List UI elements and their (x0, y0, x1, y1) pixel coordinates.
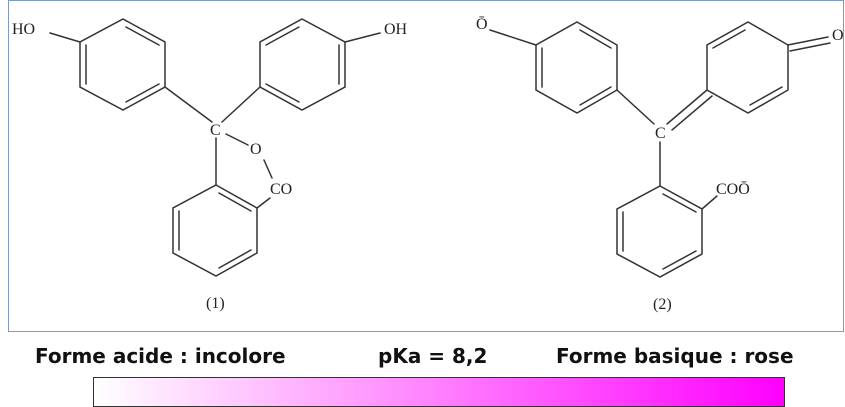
oh-label: OH (384, 21, 408, 38)
pka-caption: pKa = 8,2 (378, 344, 488, 368)
quinoid-ring (706, 21, 789, 114)
acid-form-caption: Forme acide : incolore (35, 344, 286, 368)
central-carbon-label: C (210, 122, 221, 139)
ring-oxygen-label: O (250, 141, 262, 158)
acid-form-number: (1) (206, 295, 225, 312)
phenolate-ring (535, 21, 618, 114)
basic-form-number: (2) (653, 296, 672, 313)
basic-form-structure (489, 21, 831, 278)
phenol-ring-right (259, 18, 346, 111)
phenolate-oxygen-label: Ō (476, 16, 488, 33)
lower-benzene-ring (172, 184, 258, 277)
color-gradient-bar (93, 377, 785, 407)
carbonyl-label: CO (270, 181, 293, 198)
figure-frame (8, 0, 844, 332)
basic-form-caption: Forme basique : rose (556, 344, 794, 368)
carboxylate-label: COŌ (716, 181, 750, 198)
acid-form-structure (49, 18, 381, 277)
oxo-label: O (832, 27, 844, 44)
chemical-structures (49, 18, 831, 278)
central-carbon-label-2: C (655, 125, 666, 142)
phenol-ring-left (79, 18, 166, 111)
ho-label: HO (12, 21, 36, 38)
benzoate-ring (616, 185, 703, 278)
